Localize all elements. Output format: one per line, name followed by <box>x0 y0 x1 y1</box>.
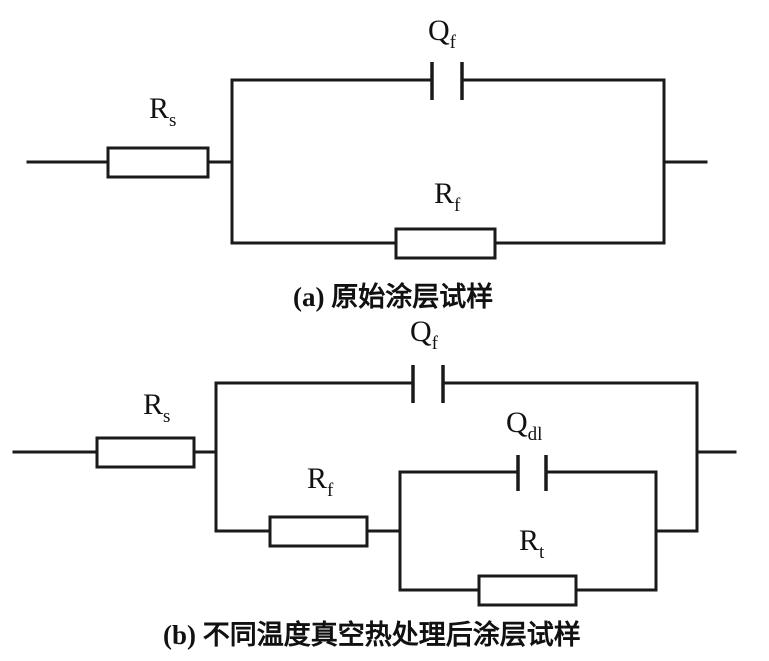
resistor-rt <box>477 574 578 607</box>
label-qdl: Qdl <box>506 406 542 445</box>
circuit-b: Rs Qf Qdl Rf Rt (b) 不同温度真空热处理后涂层试样 <box>12 315 737 650</box>
resistor-rs <box>95 436 196 469</box>
resistor-rs <box>106 146 210 179</box>
label-rt: Rt <box>519 524 545 563</box>
label-rs: Rs <box>143 388 170 427</box>
caption-b: (b) 不同温度真空热处理后涂层试样 <box>163 619 581 650</box>
label-qf: Qf <box>428 14 457 53</box>
resistor-rf <box>394 227 497 260</box>
label-rf: Rf <box>434 177 461 216</box>
caption-a: (a) 原始涂层试样 <box>293 281 493 312</box>
label-rf: Rf <box>307 462 334 501</box>
circuit-a: Rs Qf Rf (a) 原始涂层试样 <box>26 14 708 312</box>
label-rs: Rs <box>149 92 176 131</box>
resistor-rf <box>268 515 369 548</box>
label-qf: Qf <box>410 315 439 354</box>
